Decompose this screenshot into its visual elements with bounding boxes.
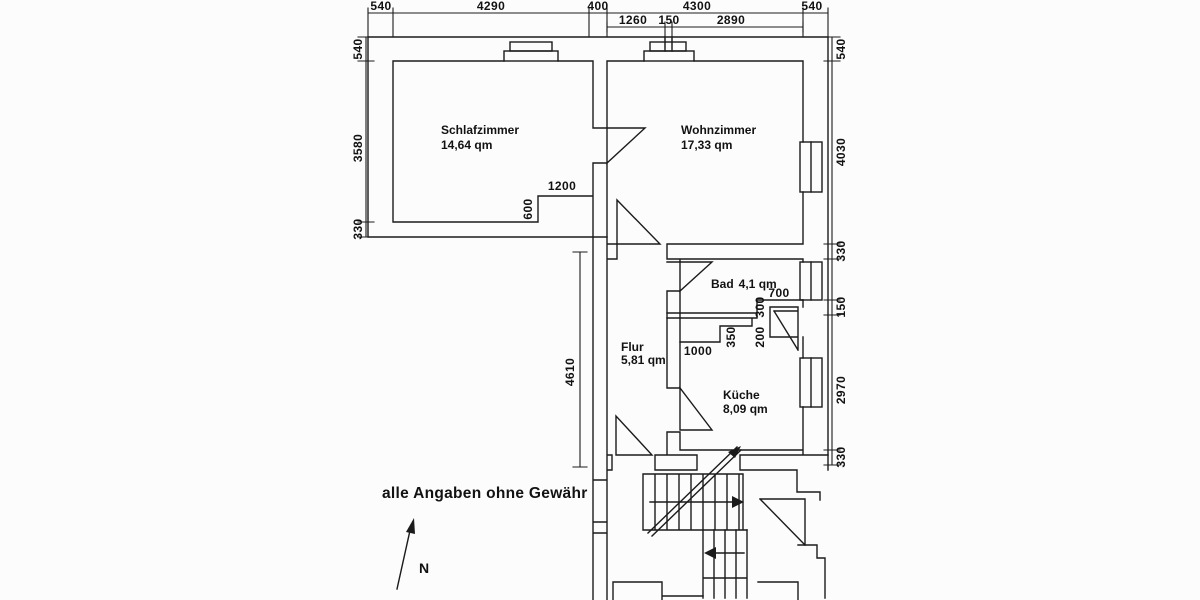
room-name-bad: Bad [711, 277, 734, 291]
doors [606, 127, 806, 546]
dim-right-2: 330 [834, 240, 848, 261]
bath-door-swing [679, 261, 714, 293]
window-mullion [664, 36, 673, 52]
livingroom-top-window [649, 41, 687, 52]
stairhall-door-swing [759, 498, 806, 546]
stairhall-lower-walls [612, 581, 799, 600]
stair-lower-flight [702, 529, 748, 599]
dim-line-right-column [823, 36, 841, 466]
room-label-schlafzimmer: Schlafzimmer [441, 123, 519, 137]
room-area-wohnzimmer: 17,33 qm [681, 138, 732, 152]
livingroom-top-window-frame [643, 50, 695, 62]
dim-line-hall [572, 251, 588, 468]
stair-handrail [647, 446, 742, 537]
pantry-door-swing [769, 306, 799, 351]
dim-line-left-column [357, 36, 375, 238]
dim-left-0: 540 [351, 38, 365, 59]
dim-duct-depth: 200 [753, 326, 767, 347]
disclaimer-text: alle Angaben ohne Gewähr [382, 485, 588, 502]
north-arrow-shaft [396, 525, 412, 590]
dim-right-4: 2970 [834, 376, 848, 404]
dim-shaft-offset: 300 [753, 296, 767, 317]
dim-notch-depth: 600 [521, 198, 535, 219]
dim-right-5: 330 [834, 446, 848, 467]
dim-top-0: 540 [370, 0, 391, 13]
walls [367, 36, 829, 600]
north-label: N [419, 560, 429, 576]
dim-topsub-0: 1260 [619, 13, 647, 27]
dim-right-0: 540 [834, 38, 848, 59]
dim-hall-length: 4610 [563, 358, 577, 386]
room-area-flur: 5,81 qm [621, 353, 666, 367]
stair-up-arrowhead [728, 446, 741, 458]
staircase [612, 446, 799, 600]
room-area-schlafzimmer: 14,64 qm [441, 138, 492, 152]
dim-right-3: 150 [834, 296, 848, 317]
room-label-kueche: Küche [723, 388, 760, 402]
room-label-wohnzimmer: Wohnzimmer [681, 123, 756, 137]
stair-arrow-head-right [732, 496, 744, 508]
dim-duct-step: 350 [724, 326, 738, 347]
bedroom-window-frame [503, 50, 559, 62]
duct-niche-walls [666, 299, 804, 343]
labels: 540 4290 400 4300 540 1260 150 2890 540 … [351, 0, 848, 576]
dim-right-1: 4030 [834, 138, 848, 166]
windows [503, 36, 823, 408]
dim-shaft-width: 700 [768, 286, 789, 300]
room-area-kueche: 8,09 qm [723, 402, 768, 416]
dimension-lines [357, 7, 841, 468]
dim-top-3: 4300 [683, 0, 711, 13]
dim-topsub-1: 150 [658, 13, 679, 27]
dim-top-4: 540 [801, 0, 822, 13]
apartment-entry-door-swing [615, 414, 654, 456]
dim-notch-width: 1200 [548, 179, 576, 193]
bedroom-window [509, 41, 553, 52]
room-area-bad: 4,1 qm [739, 277, 777, 291]
north-arrow-head [406, 518, 415, 534]
room-label-bad: Bad 4,1 qm [711, 277, 777, 291]
room-label-flur: Flur [621, 340, 644, 354]
outer-walls [367, 36, 829, 471]
dim-top-1: 4290 [477, 0, 505, 13]
kitchen-door-swing [679, 385, 714, 431]
bedroom-livingroom-door-swing [606, 127, 647, 165]
north-arrow [396, 518, 415, 590]
dim-line-top-subrow [606, 21, 804, 49]
dim-top-2: 400 [587, 0, 608, 13]
livingroom-door-swing [616, 198, 662, 245]
stair-arrow-head-left [704, 547, 716, 559]
dim-left-1: 3580 [351, 134, 365, 162]
dim-kitchen-top: 1000 [684, 344, 712, 358]
inner-walls [392, 60, 829, 600]
dim-topsub-2: 2890 [717, 13, 745, 27]
dim-left-2: 330 [351, 218, 365, 239]
